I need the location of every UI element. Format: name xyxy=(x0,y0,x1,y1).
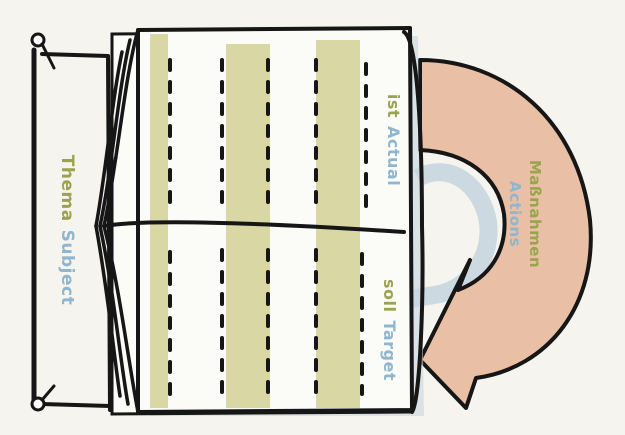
ist-actual-label: istActual xyxy=(384,94,403,186)
massnahmen-label: Maßnahmen xyxy=(526,160,544,268)
arrow-body xyxy=(420,60,591,408)
soll-target-label: sollTarget xyxy=(380,279,399,381)
subject-frame-bottom xyxy=(42,404,110,406)
book-page xyxy=(138,28,412,412)
stripe xyxy=(316,40,360,408)
book: istActual sollTarget xyxy=(96,28,424,416)
thema-label: ThemaSubject xyxy=(57,155,77,306)
actions-label: Actions xyxy=(506,181,524,247)
